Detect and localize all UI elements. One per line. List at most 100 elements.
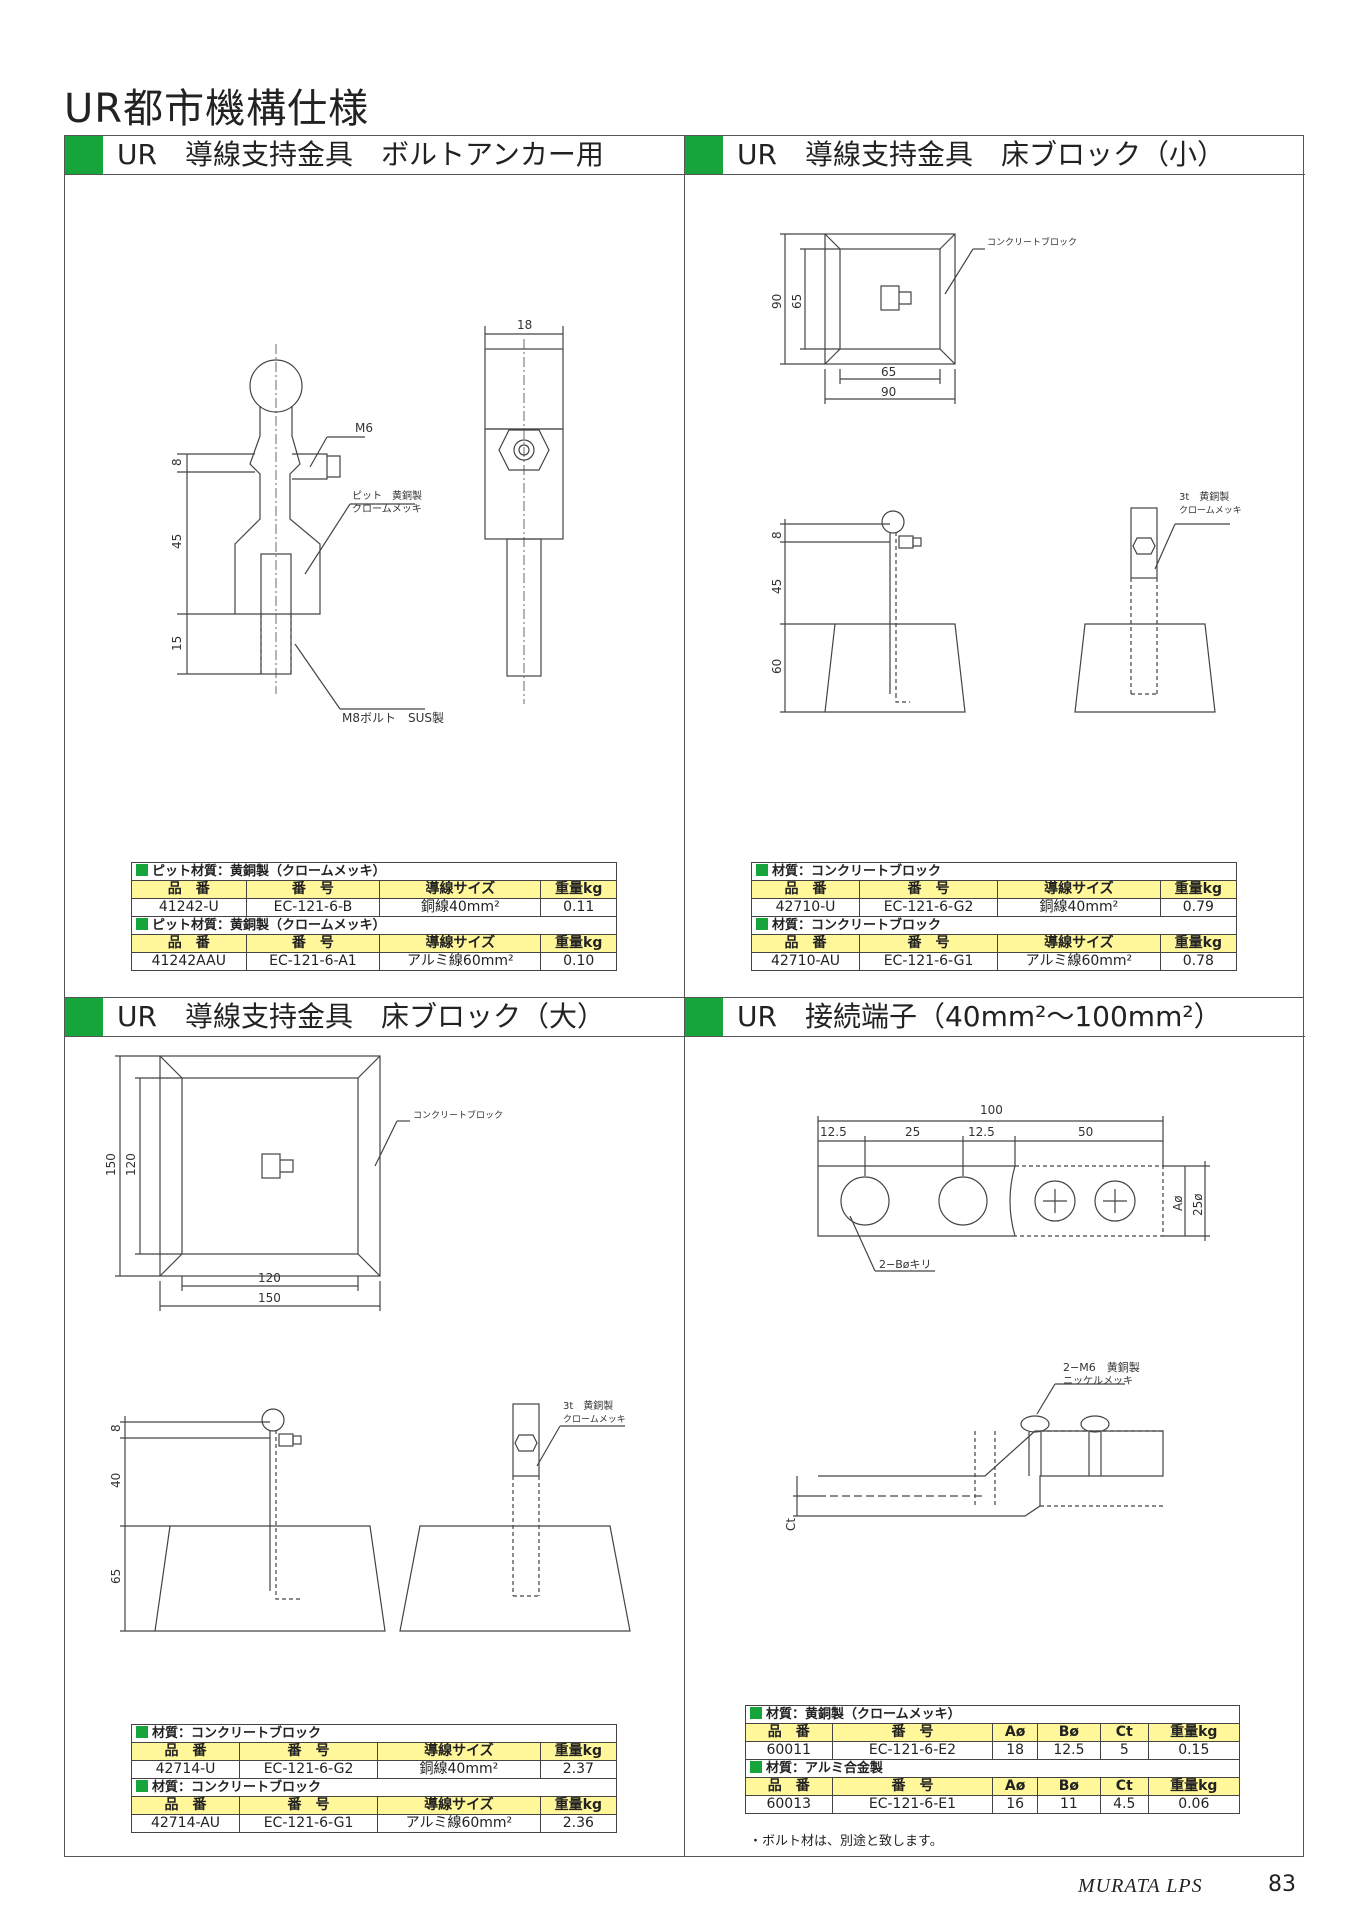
page-number: 83: [1268, 1872, 1296, 1897]
panel-header: UR 導線支持金具 床ブロック（大）: [65, 998, 684, 1037]
dim-50: 50: [1078, 1125, 1093, 1139]
green-square-icon: [750, 1707, 762, 1719]
green-square-icon: [136, 918, 148, 930]
col-header: 重量kg: [540, 880, 617, 899]
col-header: 重量kg: [1159, 934, 1238, 953]
col-header: 導線サイズ: [379, 880, 542, 899]
panel-floor-block-small: UR 導線支持金具 床ブロック（小）: [685, 136, 1305, 997]
table-row: 41242AAU EC-121-6-A1 アルミ線60mm² 0.10: [131, 952, 617, 971]
col-header: Aø: [992, 1777, 1038, 1796]
dim-25: 25: [905, 1125, 920, 1139]
dim-65-horizontal: 65: [881, 365, 896, 379]
dim-40: 40: [109, 1473, 123, 1488]
material-label: 材質：黄銅製（クロームメッキ）: [766, 1707, 961, 1722]
material-label: ピット材質：黄銅製（クロームメッキ）: [152, 918, 386, 933]
dim-65: 65: [109, 1569, 123, 1584]
col-header: 品 番: [750, 880, 861, 899]
panel-header: UR 導線支持金具 ボルトアンカー用: [65, 136, 684, 175]
col-header: 導線サイズ: [377, 1742, 541, 1761]
material-label: ピット材質：黄銅製（クロームメッキ）: [152, 864, 386, 879]
dim-60: 60: [770, 659, 784, 674]
material-label: 材質：コンクリートブロック: [772, 864, 942, 879]
dim-m6: M6: [355, 421, 373, 435]
col-header: 重量kg: [539, 1796, 618, 1815]
panel-floor-block-large: UR 導線支持金具 床ブロック（大）: [65, 998, 684, 1858]
dim-18: 18: [517, 318, 532, 332]
drawing-connection-terminal: 100 12.5 25 12.5 50 Aø 25ø 2−Bøキリ 2−M6 黄…: [784, 1103, 1210, 1531]
panel-title: UR 接続端子（40mm²～100mm²）: [737, 1000, 1222, 1033]
dim-120-horizontal: 120: [258, 1271, 281, 1285]
col-header: 品 番: [745, 1777, 833, 1796]
green-square-icon: [685, 998, 723, 1036]
col-header: 導線サイズ: [997, 880, 1161, 899]
note-m6-material: 2−M6 黄銅製: [1063, 1360, 1140, 1374]
col-header: Aø: [992, 1723, 1038, 1742]
col-header: Bø: [1036, 1777, 1101, 1796]
dim-45: 45: [170, 534, 184, 549]
catalog-frame: UR 導線支持金具 ボルトアンカー用: [64, 135, 1305, 1858]
col-header: 番 号: [245, 934, 381, 953]
panel-header: UR 接続端子（40mm²～100mm²）: [685, 998, 1305, 1037]
note-plate-plating: クロームメッキ: [1179, 505, 1242, 516]
dim-a-diameter: Aø: [1171, 1195, 1185, 1211]
green-square-icon: [65, 136, 103, 174]
green-square-icon: [65, 998, 103, 1036]
dim-12-5-left: 12.5: [820, 1125, 847, 1139]
dim-ct: Ct: [784, 1518, 798, 1531]
col-header: 番 号: [239, 1796, 379, 1815]
col-header: 番 号: [239, 1742, 379, 1761]
panel-title: UR 導線支持金具 床ブロック（大）: [117, 1000, 605, 1033]
col-header: 重量kg: [540, 934, 617, 953]
col-header: Bø: [1036, 1723, 1101, 1742]
dim-65-vertical: 65: [790, 294, 804, 309]
col-header: 重量kg: [1147, 1777, 1241, 1796]
note-m6-plating: ニッケルメッキ: [1063, 1375, 1133, 1387]
dim-8: 8: [109, 1424, 123, 1432]
note-bolt: M8ボルト SUS製: [342, 711, 444, 725]
col-header: 番 号: [859, 934, 999, 953]
material-label: 材質：コンクリートブロック: [772, 918, 942, 933]
footer-brand: MURATA LPS: [1078, 1875, 1203, 1897]
col-header: 重量kg: [1147, 1723, 1241, 1742]
dim-12-5-right: 12.5: [968, 1125, 995, 1139]
dim-15: 15: [170, 636, 184, 651]
dim-120-vertical: 120: [124, 1153, 138, 1176]
material-label: 材質：コンクリートブロック: [152, 1780, 322, 1795]
col-header: 導線サイズ: [379, 934, 542, 953]
col-header: 品 番: [750, 934, 861, 953]
dim-8: 8: [770, 531, 784, 539]
col-header: 番 号: [831, 1777, 994, 1796]
green-square-icon: [136, 1780, 148, 1792]
dim-90-horizontal: 90: [881, 385, 896, 399]
col-header: 番 号: [831, 1723, 994, 1742]
green-square-icon: [136, 1726, 148, 1738]
col-header: 導線サイズ: [377, 1796, 541, 1815]
label-concrete-block: コンクリートブロック: [413, 1109, 503, 1121]
spec-table-bolt-anchor: ピット材質：黄銅製（クロームメッキ） 品 番 番 号 導線サイズ 重量kg 41…: [131, 862, 617, 971]
table-row: 42714-AU EC-121-6-G1 アルミ線60mm² 2.36: [130, 1814, 618, 1833]
green-square-icon: [136, 864, 148, 876]
spec-table-floor-block-small: 材質：コンクリートブロック 品 番 番 号 導線サイズ 重量kg 42710-U…: [750, 862, 1238, 971]
drawing-bolt-anchor: M6 ピット 黄銅製 クロームメッキ M8ボルト SUS製 8 45 15 18: [170, 318, 564, 725]
col-header: 番 号: [245, 880, 381, 899]
dim-150-horizontal: 150: [258, 1291, 281, 1305]
col-header: 品 番: [131, 880, 247, 899]
table-row: 42710-U EC-121-6-G2 銅線40mm² 0.79: [750, 898, 1238, 917]
table-row: 42710-AU EC-121-6-G1 アルミ線60mm² 0.78: [750, 952, 1238, 971]
dim-100: 100: [980, 1103, 1003, 1117]
page-title: UR都市機構仕様: [64, 86, 370, 132]
note-pit-plating: クロームメッキ: [352, 503, 422, 515]
spec-table-connection-terminal: 材質：黄銅製（クロームメッキ） 品 番 番 号 Aø Bø Ct 重量kg 60…: [745, 1705, 1241, 1814]
table-row: 60011 EC-121-6-E2 18 12.5 5 0.15: [745, 1741, 1241, 1760]
dim-25-diameter: 25ø: [1191, 1193, 1205, 1216]
bolt-note: ・ボルト材は、別途と致します。: [749, 1834, 943, 1849]
note-plate-material: 3t 黄銅製: [1179, 490, 1229, 503]
green-square-icon: [756, 864, 768, 876]
note-holes: 2−Bøキリ: [879, 1258, 932, 1271]
green-square-icon: [685, 136, 723, 174]
panel-header: UR 導線支持金具 床ブロック（小）: [685, 136, 1305, 175]
col-header: 重量kg: [1159, 880, 1238, 899]
col-header: Ct: [1099, 1723, 1149, 1742]
col-header: 品 番: [745, 1723, 833, 1742]
green-square-icon: [756, 918, 768, 930]
